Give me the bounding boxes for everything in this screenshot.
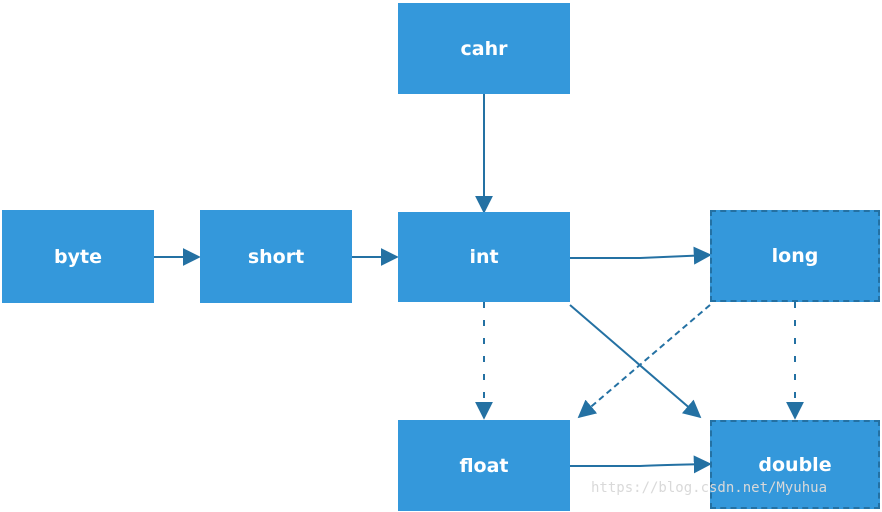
node-double: double <box>710 420 880 509</box>
node-long-label: long <box>771 245 819 267</box>
node-int: int <box>398 212 570 302</box>
watermark: https://blog.csdn.net/Myuhua <box>591 480 828 496</box>
node-float-label: float <box>459 454 509 477</box>
node-short-label: short <box>247 245 305 268</box>
edge-int-double <box>569 304 702 419</box>
node-double-label: double <box>758 453 832 476</box>
node-byte-label: byte <box>54 245 102 268</box>
node-short: short <box>200 210 352 303</box>
edge-long-float <box>577 304 711 419</box>
node-cahr-label: cahr <box>460 37 508 60</box>
node-long: long <box>710 210 880 302</box>
node-float: float <box>398 420 570 511</box>
node-int-label: int <box>469 246 499 268</box>
node-byte: byte <box>2 210 154 303</box>
edge-int-long <box>570 246 712 265</box>
edge-float-double <box>570 455 712 474</box>
node-cahr: cahr <box>398 3 570 94</box>
